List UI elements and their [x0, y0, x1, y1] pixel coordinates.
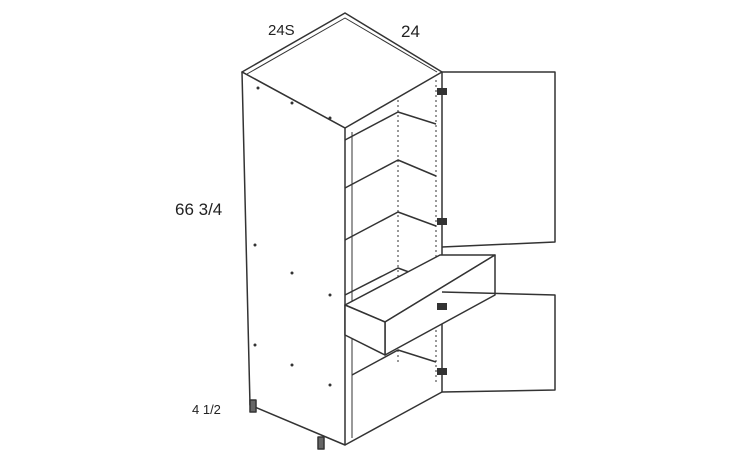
depth-label: 24S: [268, 22, 295, 39]
upper-door: [441, 71, 556, 248]
left-side-panel: [241, 71, 346, 446]
drawer-side: [344, 304, 386, 356]
shelf-3: [344, 211, 437, 241]
toe-kick-label: 4 1/2: [192, 402, 221, 417]
height-label: 66 3/4: [175, 200, 223, 219]
top-inner-edge: [246, 17, 438, 75]
side-holes: [253, 86, 332, 387]
hinges: [437, 88, 447, 375]
shelf-1: [344, 111, 437, 141]
bottom-shelf: [351, 349, 437, 376]
shelf-2: [344, 159, 437, 189]
lower-door: [441, 291, 556, 393]
width-label: 24: [401, 22, 420, 41]
bottom-front-edge: [344, 391, 443, 446]
leveling-legs: [249, 399, 325, 450]
